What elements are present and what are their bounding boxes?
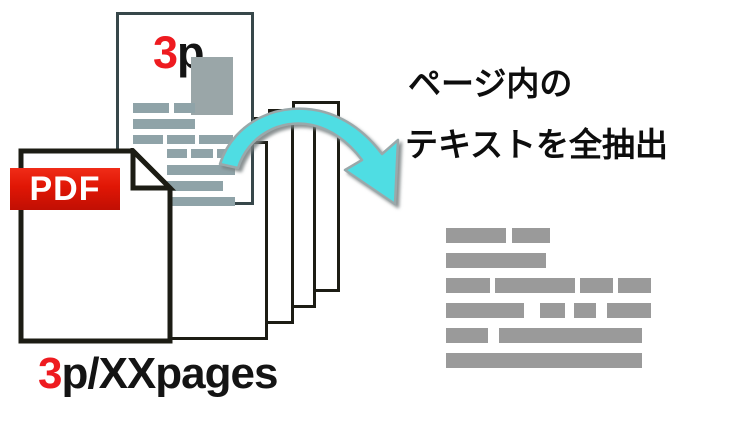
arrow-shape: [218, 107, 400, 206]
page-count-suffix: p/XXpages: [61, 349, 278, 398]
extracted-text-bar: [446, 303, 524, 318]
document-text-bar: [133, 135, 163, 144]
page-number-value: 3: [153, 27, 178, 78]
document-text-bar: [133, 103, 169, 113]
page-count-caption: 3p/XXpages: [38, 349, 278, 398]
extracted-text-bar: [512, 228, 550, 243]
extracted-text-bar: [446, 253, 546, 268]
extracted-text-bar: [618, 278, 651, 293]
fold-corner-icon: [130, 148, 177, 191]
extracted-text-row: [446, 278, 656, 293]
extracted-text-bar: [607, 303, 651, 318]
extracted-text-bar: [446, 328, 488, 343]
extracted-text-bar: [446, 278, 490, 293]
headline-line-1: ページ内の: [408, 64, 573, 103]
extracted-text-row: [446, 253, 656, 268]
document-text-bar: [167, 149, 187, 158]
pdf-badge: PDF: [10, 168, 120, 210]
extracted-text-row: [446, 228, 656, 243]
extracted-text-bar: [540, 303, 565, 318]
page-count-number: 3: [38, 349, 63, 398]
extracted-text-bar: [580, 278, 613, 293]
document-text-bar: [167, 197, 235, 206]
extracted-text-output: [446, 228, 656, 368]
extracted-text-row: [446, 328, 656, 343]
document-text-bar: [167, 165, 235, 175]
extracted-text-row: [446, 303, 656, 318]
document-text-bar: [191, 149, 213, 158]
document-text-bar: [174, 103, 195, 113]
document-text-bar: [167, 181, 223, 191]
page-number-label: 3p: [153, 27, 205, 78]
document-text-bar: [199, 135, 233, 144]
extracted-text-bar: [495, 278, 575, 293]
extracted-text-row: [446, 353, 656, 368]
document-text-bar: [167, 135, 195, 144]
document-text-bar: [133, 119, 195, 129]
extracted-text-bar: [446, 228, 506, 243]
curved-flow-arrow-icon: [218, 107, 400, 206]
document-image-placeholder: [191, 57, 233, 115]
headline-line-2: テキストを全抽出: [405, 125, 669, 164]
extracted-text-bar: [499, 328, 642, 343]
extracted-text-bar: [574, 303, 596, 318]
extracted-text-bar: [446, 353, 642, 368]
